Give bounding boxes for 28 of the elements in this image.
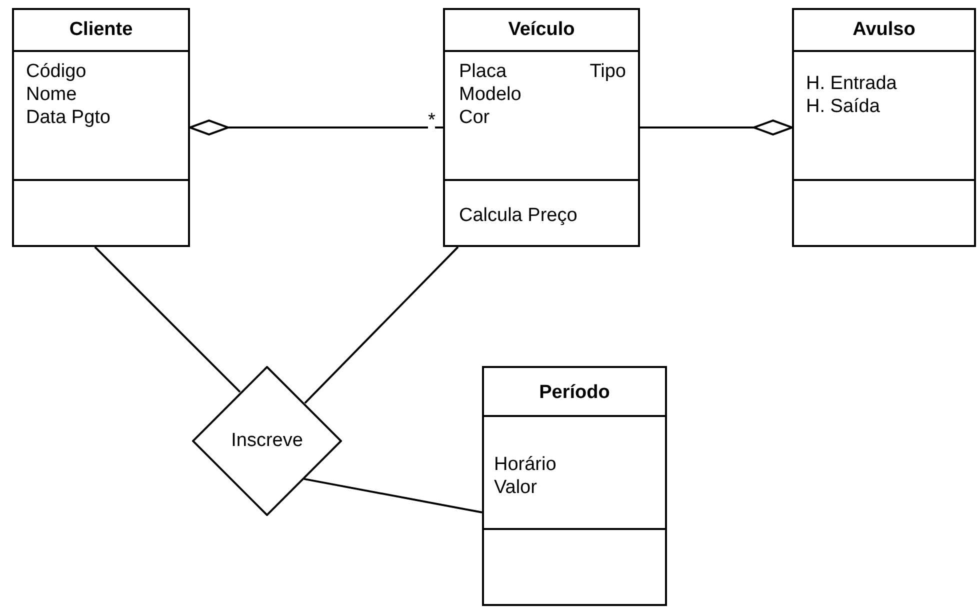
relationship-name: Inscreve <box>230 430 304 452</box>
attribute-text: Placa <box>459 61 507 83</box>
aggregation-line <box>640 120 793 136</box>
attribute-text: H. Saída <box>806 96 880 118</box>
multiplicity-label: * <box>428 113 436 129</box>
attribute-text: Modelo <box>459 84 522 106</box>
association-line <box>304 246 459 404</box>
association-line <box>94 246 241 393</box>
aggregation-line <box>189 120 443 136</box>
attribute-text: Valor <box>494 477 537 499</box>
method-text: Calcula Preço <box>459 205 578 227</box>
attribute-text: Nome <box>26 84 77 106</box>
association-line <box>304 478 482 514</box>
relationship-diamond <box>192 366 342 516</box>
class-box <box>482 366 667 606</box>
attribute-text: Tipo <box>590 61 626 83</box>
attribute-text: Horário <box>494 454 556 476</box>
class-name: Veículo <box>507 19 576 41</box>
class-box <box>792 8 976 247</box>
class-name: Avulso <box>852 19 916 41</box>
attribute-text: H. Entrada <box>806 73 897 95</box>
class-box <box>443 8 640 247</box>
class-name: Cliente <box>68 19 134 41</box>
attribute-text: Cor <box>459 107 490 129</box>
class-box <box>12 8 190 247</box>
class-name: Período <box>538 382 611 404</box>
attribute-text: Código <box>26 61 86 83</box>
attribute-text: Data Pgto <box>26 107 110 129</box>
